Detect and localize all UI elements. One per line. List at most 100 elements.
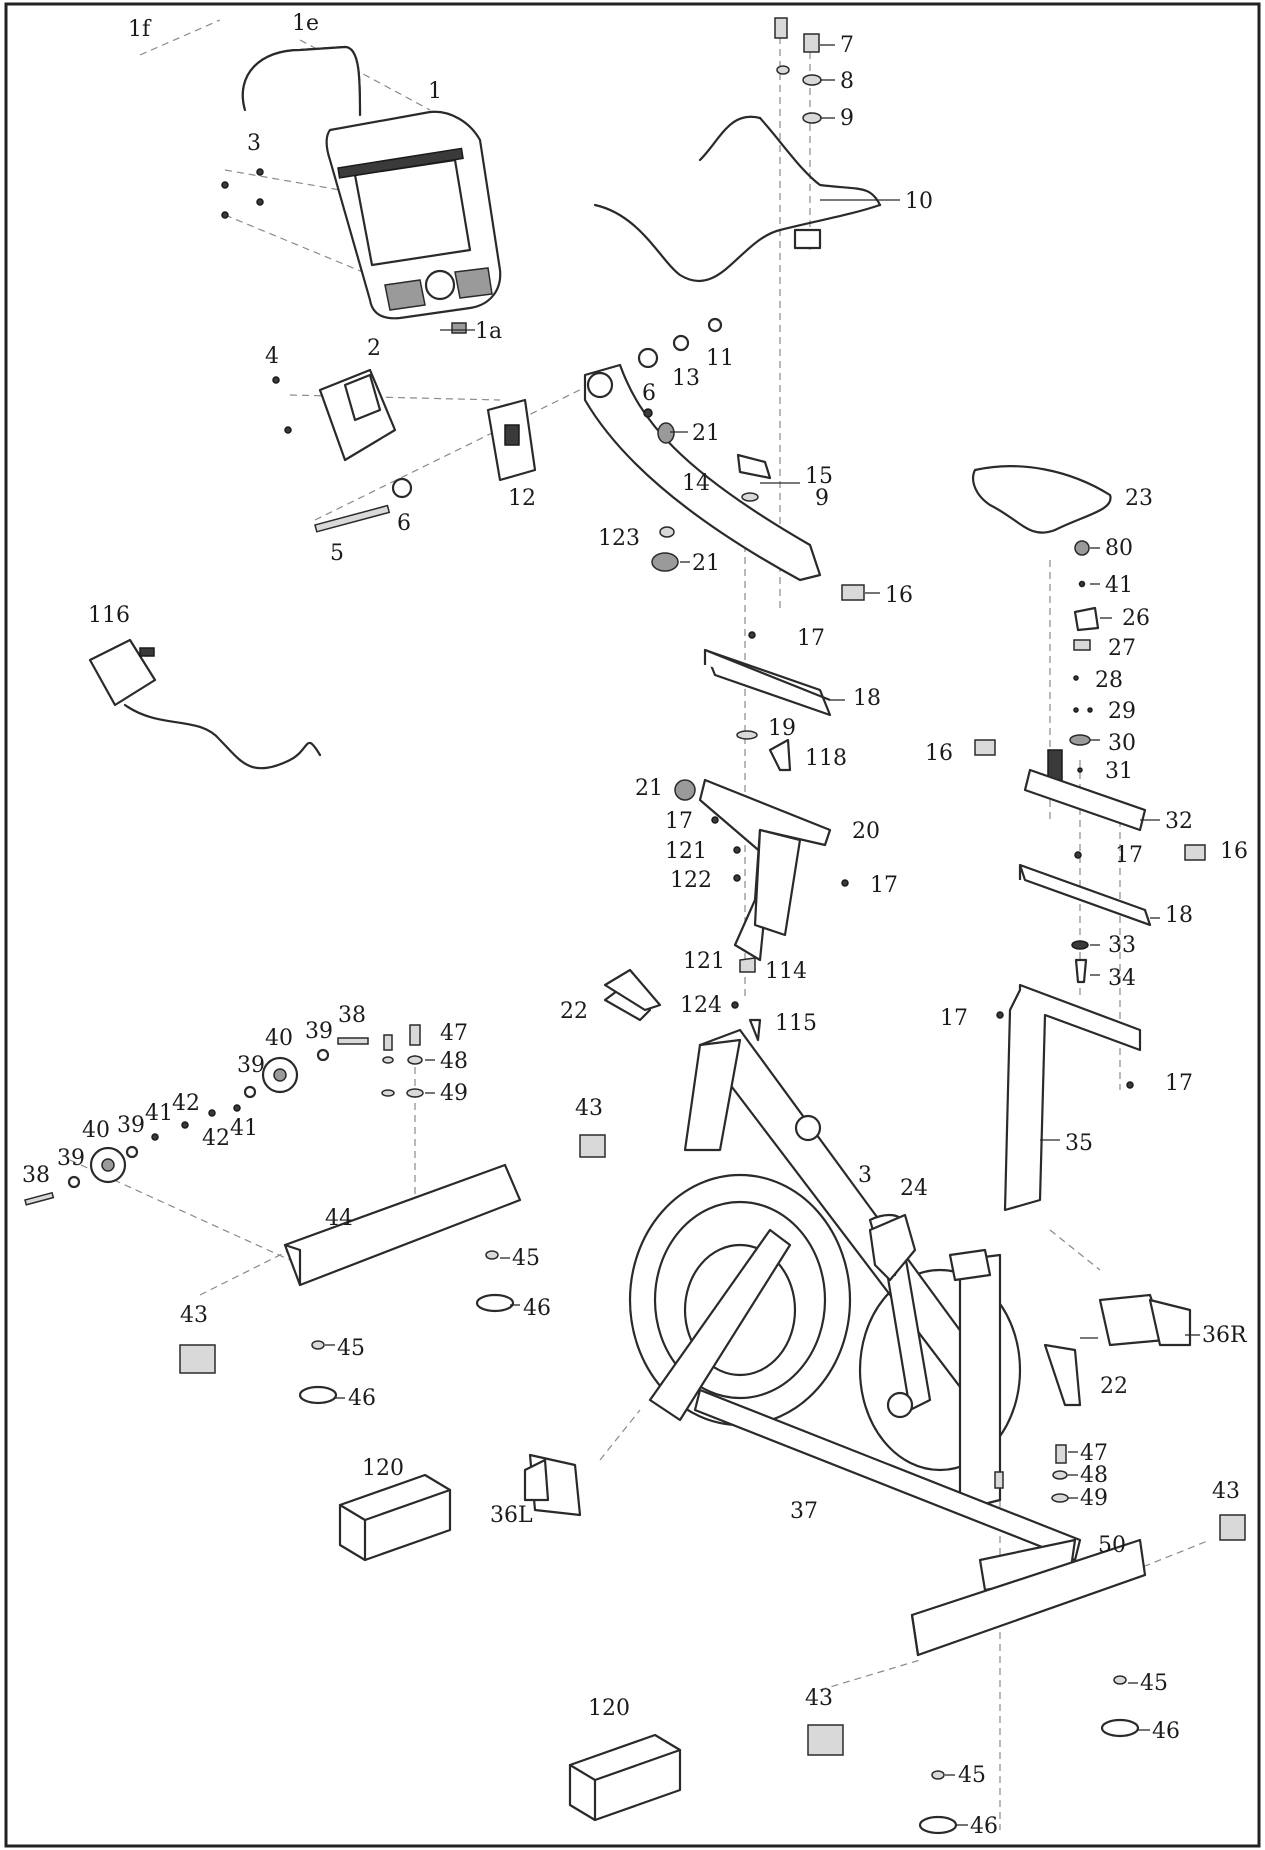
callout-11: 11 xyxy=(706,346,734,371)
callout-39-a: 39 xyxy=(305,1019,333,1044)
callout-45-b: 45 xyxy=(337,1336,365,1361)
callout-49-b: 49 xyxy=(1080,1486,1108,1511)
callout-38-a: 38 xyxy=(338,1003,366,1028)
callout-120-a: 120 xyxy=(362,1456,404,1481)
callout-18-b: 18 xyxy=(1165,903,1193,928)
callout-8: 8 xyxy=(840,69,854,94)
callout-115: 115 xyxy=(775,1011,817,1036)
console-assembly xyxy=(241,45,502,334)
callout-47-a: 47 xyxy=(440,1021,468,1046)
callout-41-a: 41 xyxy=(145,1101,173,1126)
callout-22-a: 22 xyxy=(560,999,588,1024)
power-adapter-116 xyxy=(88,638,322,770)
callout-46-a: 46 xyxy=(523,1296,551,1321)
callout-leaders xyxy=(325,44,1200,1826)
packaging-blocks xyxy=(338,1473,682,1822)
callout-40-a: 40 xyxy=(265,1026,293,1051)
callout-39-b: 39 xyxy=(237,1053,265,1078)
callout-38-b: 38 xyxy=(22,1163,50,1188)
callout-17-d: 17 xyxy=(1115,843,1143,868)
callout-39-c: 39 xyxy=(117,1113,145,1138)
callout-1f: 1f xyxy=(128,17,152,42)
callout-120-b: 120 xyxy=(588,1696,630,1721)
seat-assembly xyxy=(972,465,1206,861)
callout-12: 12 xyxy=(508,486,536,511)
callout-34: 34 xyxy=(1108,966,1136,991)
callout-35: 35 xyxy=(1065,1131,1093,1156)
callout-123: 123 xyxy=(598,526,640,551)
callout-18-a: 18 xyxy=(853,686,881,711)
callout-3-low: 3 xyxy=(858,1163,872,1188)
callout-45-a: 45 xyxy=(512,1246,540,1271)
callout-5: 5 xyxy=(330,541,344,566)
callout-121-b: 121 xyxy=(683,949,725,974)
handlebar-10 xyxy=(593,115,882,283)
callout-31: 31 xyxy=(1105,759,1133,784)
callout-17-a: 17 xyxy=(797,626,825,651)
handlebar-bolts xyxy=(774,17,822,124)
callout-27: 27 xyxy=(1108,636,1136,661)
callout-26: 26 xyxy=(1122,606,1150,631)
callout-17-c: 17 xyxy=(870,873,898,898)
callout-22-b: 22 xyxy=(1100,1374,1128,1399)
callout-17-f: 17 xyxy=(1165,1071,1193,1096)
callout-16-b: 16 xyxy=(925,741,953,766)
callout-80: 80 xyxy=(1105,536,1133,561)
accessories xyxy=(523,968,1192,1517)
callout-44: 44 xyxy=(325,1206,353,1231)
part-callouts: 1f 1e 1 1a 3 7 8 9 10 4 2 12 5 6 6 13 11… xyxy=(22,11,1248,1839)
callout-19: 19 xyxy=(768,716,796,741)
callout-3-top: 3 xyxy=(247,131,261,156)
front-stabilizer-44 xyxy=(179,1024,606,1405)
callout-9-top: 9 xyxy=(840,106,854,131)
callout-47-b: 47 xyxy=(1080,1441,1108,1466)
callout-21-b: 21 xyxy=(692,551,720,576)
console-screws xyxy=(221,168,264,219)
handlebar-slider xyxy=(603,631,849,1042)
callout-46-d: 46 xyxy=(970,1814,998,1839)
callout-6-up: 6 xyxy=(642,381,656,406)
callout-13: 13 xyxy=(672,366,700,391)
callout-24: 24 xyxy=(900,1176,928,1201)
callout-33: 33 xyxy=(1108,933,1136,958)
callout-16-a: 16 xyxy=(885,583,913,608)
callout-20: 20 xyxy=(852,819,880,844)
callout-1a: 1a xyxy=(475,319,502,344)
callout-41-r: 41 xyxy=(1105,573,1133,598)
callout-36R: 36R xyxy=(1202,1323,1248,1348)
callout-43-d: 43 xyxy=(805,1686,833,1711)
callout-10: 10 xyxy=(905,189,933,214)
callout-46-b: 46 xyxy=(348,1386,376,1411)
transport-wheels xyxy=(24,1037,369,1206)
callout-43-b: 43 xyxy=(180,1303,208,1328)
callout-28: 28 xyxy=(1095,668,1123,693)
callout-118: 118 xyxy=(805,746,847,771)
callout-36L: 36L xyxy=(490,1503,533,1528)
callout-21-c: 21 xyxy=(635,776,663,801)
callout-41-b: 41 xyxy=(230,1116,258,1141)
callout-45-c: 45 xyxy=(1140,1671,1168,1696)
callout-23: 23 xyxy=(1125,486,1153,511)
callout-30: 30 xyxy=(1108,731,1136,756)
callout-39-d: 39 xyxy=(57,1146,85,1171)
callout-43-c: 43 xyxy=(1212,1479,1240,1504)
callout-7: 7 xyxy=(840,33,854,58)
callout-116: 116 xyxy=(88,603,130,628)
callout-21-a: 21 xyxy=(692,421,720,446)
handlebar-post-14 xyxy=(583,317,865,601)
callout-40-b: 40 xyxy=(82,1118,110,1143)
callout-48-b: 48 xyxy=(1080,1463,1108,1488)
console-bracket-parts xyxy=(272,368,537,533)
callout-42-a: 42 xyxy=(172,1091,200,1116)
callout-1: 1 xyxy=(428,79,442,104)
callout-17-e: 17 xyxy=(940,1006,968,1031)
seat-slider-and-post xyxy=(996,851,1152,1212)
callout-42-b: 42 xyxy=(202,1126,230,1151)
callout-17-b: 17 xyxy=(665,809,693,834)
callout-15: 15 xyxy=(805,464,833,489)
callout-14: 14 xyxy=(682,471,710,496)
callout-4: 4 xyxy=(265,344,279,369)
callout-6-low: 6 xyxy=(397,511,411,536)
drawing-border xyxy=(4,2,1261,1848)
callout-49-a: 49 xyxy=(440,1081,468,1106)
